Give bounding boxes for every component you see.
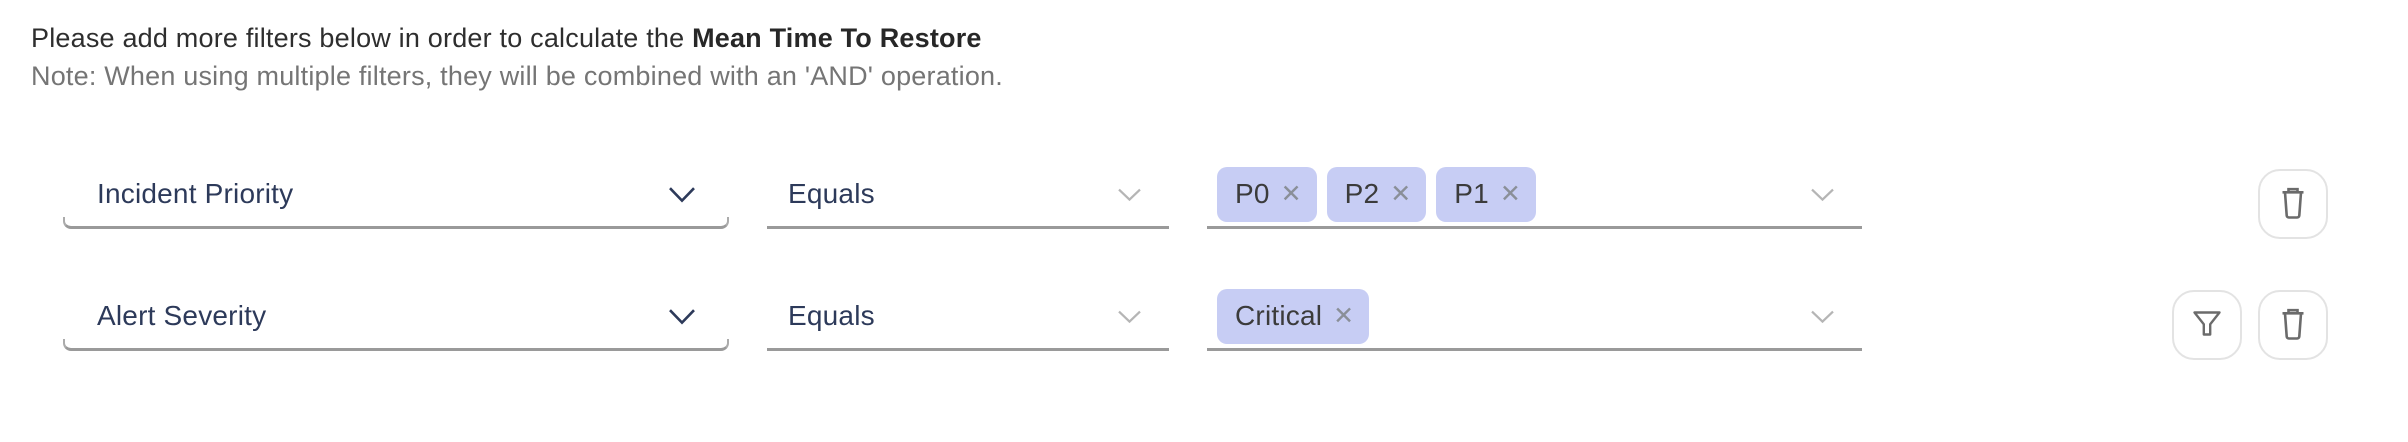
filter-row: Incident Priority Equals P0 ✕ P2 ✕ [63,159,2393,239]
tag-remove-icon[interactable]: ✕ [1499,179,1521,208]
value-tag-label: Critical [1235,300,1323,331]
operator-select-value: Equals [788,300,875,331]
chevron-down-icon [1810,188,1835,202]
delete-filter-button[interactable] [2258,290,2328,360]
tag-remove-icon[interactable]: ✕ [1280,179,1302,208]
delete-filter-button[interactable] [2258,169,2328,239]
chevron-down-icon [1810,310,1835,324]
chevron-down-icon [1117,310,1142,324]
tag-remove-icon[interactable]: ✕ [1333,301,1355,330]
header-intro: Please add more filters below in order t… [31,23,685,53]
trash-icon [2277,306,2309,345]
selected-values: P0 ✕ P2 ✕ P1 ✕ [1207,166,1536,222]
header-text: Please add more filters below in order t… [31,23,982,54]
apply-filter-button[interactable] [2172,290,2242,360]
value-tag: Critical ✕ [1217,288,1370,344]
field-select[interactable]: Incident Priority [63,159,729,229]
field-select-value: Alert Severity [97,300,267,331]
note-text: Note: When using multiple filters, they … [31,61,1003,91]
field-select[interactable]: Alert Severity [63,281,729,351]
tag-remove-icon[interactable]: ✕ [1390,179,1412,208]
funnel-icon [2192,310,2222,340]
chevron-down-icon [1117,188,1142,202]
chevron-down-icon [668,186,696,203]
trash-icon [2277,185,2309,224]
filter-row: Alert Severity Equals Critical ✕ [63,281,2393,360]
operator-select-value: Equals [788,178,875,209]
value-tag-label: P0 [1235,178,1270,209]
values-multiselect[interactable]: Critical ✕ [1207,281,1862,351]
field-select-value: Incident Priority [97,178,294,209]
value-tag-label: P1 [1454,178,1489,209]
operator-select[interactable]: Equals [767,281,1169,351]
metric-name: Mean Time To Restore [692,23,982,53]
chevron-down-icon [668,308,696,325]
operator-select[interactable]: Equals [767,159,1169,229]
value-tag: P2 ✕ [1326,166,1427,222]
value-tag: P1 ✕ [1436,166,1536,222]
value-tag: P0 ✕ [1217,166,1317,222]
selected-values: Critical ✕ [1207,288,1370,344]
values-multiselect[interactable]: P0 ✕ P2 ✕ P1 ✕ [1207,159,1862,229]
value-tag-label: P2 [1344,178,1380,209]
